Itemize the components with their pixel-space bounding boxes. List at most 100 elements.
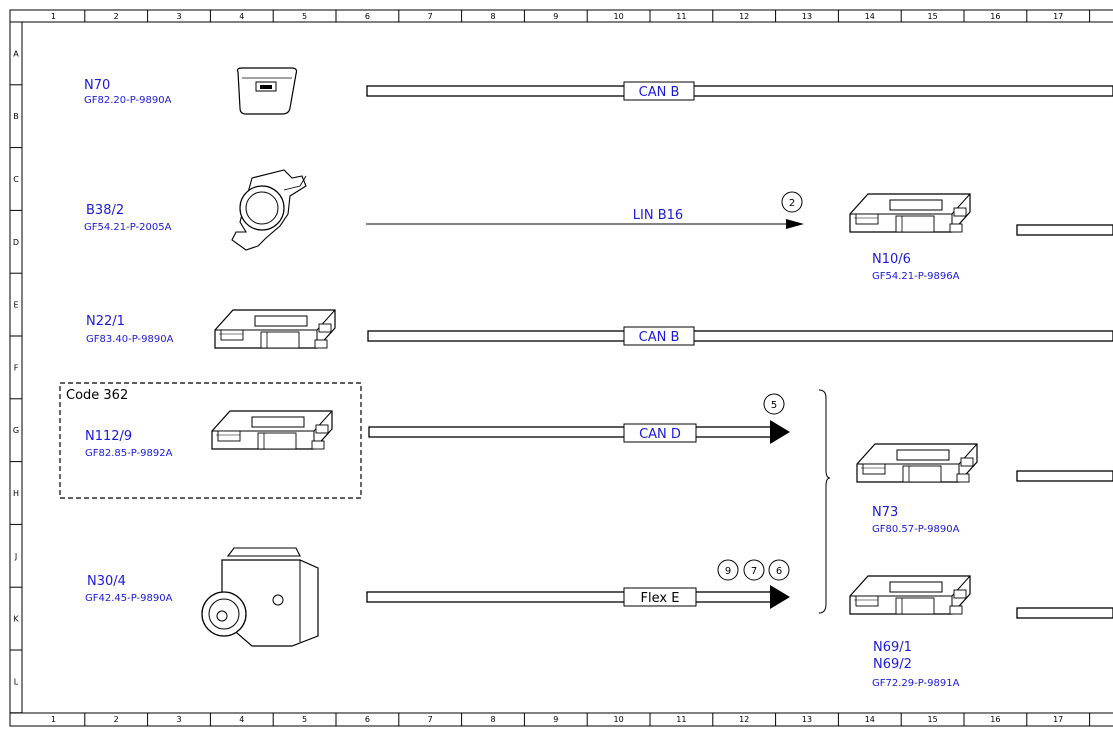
n10-6-id: N10/6 — [872, 252, 911, 267]
component-n70-icon — [236, 67, 298, 115]
n69-bus-stub — [1016, 607, 1113, 619]
n69-ref: GF72.29-P-9891A — [872, 678, 960, 689]
marker-7 — [743, 559, 765, 581]
column-number: 13 — [802, 715, 812, 724]
b38-2-id: B38/2 — [86, 203, 124, 218]
column-number: 17 — [1053, 715, 1063, 724]
n112-9-id: N112/9 — [85, 429, 132, 444]
column-number: 8 — [490, 715, 495, 724]
can-b-label-1: CAN B — [639, 85, 680, 100]
can-d-label: CAN D — [639, 427, 681, 442]
marker-2 — [781, 191, 803, 213]
marker-9-label: 9 — [725, 566, 731, 577]
lin-b16-label: LIN B16 — [633, 208, 683, 223]
marker-7-label: 7 — [751, 566, 757, 577]
marker-5-label: 5 — [771, 400, 777, 411]
marker-9 — [717, 559, 739, 581]
column-number: 17 — [1053, 12, 1063, 21]
column-number: 8 — [490, 12, 495, 21]
component-n10-6-icon — [849, 193, 971, 233]
can-b-label-2: CAN B — [639, 330, 680, 345]
column-number: 5 — [302, 12, 307, 21]
column-number: 6 — [365, 715, 370, 724]
n22-1-ref: GF83.40-P-9890A — [86, 334, 174, 345]
component-n69-icon — [849, 575, 971, 615]
column-number: 11 — [676, 715, 686, 724]
n69-1-id: N69/1 — [873, 640, 912, 655]
n10-6-ref: GF54.21-P-9896A — [872, 271, 960, 282]
n73-id: N73 — [872, 505, 898, 520]
row-letter: C — [13, 175, 19, 184]
b38-2-ref: GF54.21-P-2005A — [84, 222, 172, 233]
marker-6-label: 6 — [776, 566, 782, 577]
column-number: 15 — [928, 715, 938, 724]
marker-2-label: 2 — [789, 198, 795, 209]
row-letter: G — [13, 426, 19, 435]
n10-6-bus-stub — [1016, 224, 1113, 236]
column-number: 3 — [176, 715, 181, 724]
marker-6 — [768, 559, 790, 581]
column-number: 5 — [302, 715, 307, 724]
column-number: 14 — [865, 715, 875, 724]
column-number: 1 — [51, 715, 56, 724]
n73-ref: GF80.57-P-9890A — [872, 524, 960, 535]
row-letter: H — [13, 489, 19, 498]
component-n30-4-icon — [201, 547, 319, 647]
row-letter: E — [13, 301, 18, 310]
column-number: 10 — [614, 12, 624, 21]
n30-4-ref: GF42.45-P-9890A — [85, 593, 173, 604]
column-number: 16 — [990, 715, 1000, 724]
row-ruler-left: A B C D E F G H J K L — [10, 49, 22, 714]
marker-5 — [763, 393, 785, 415]
column-number: 4 — [239, 12, 244, 21]
column-number: 7 — [428, 12, 433, 21]
column-number: 11 — [676, 12, 686, 21]
column-number: 16 — [990, 12, 1000, 21]
can-b-bus-1 — [366, 81, 1113, 101]
column-number: 6 — [365, 12, 370, 21]
column-number: 9 — [553, 12, 558, 21]
row-letter: F — [14, 363, 19, 372]
row-letter: L — [14, 677, 19, 686]
grouping-brace — [818, 389, 831, 614]
lin-b16-line — [366, 219, 804, 229]
column-number: 13 — [802, 12, 812, 21]
n112-9-ref: GF82.85-P-9892A — [85, 448, 173, 459]
row-letter: K — [13, 615, 19, 624]
column-number: 12 — [739, 715, 749, 724]
flex-e-label: Flex E — [641, 591, 680, 606]
n70-id: N70 — [84, 78, 110, 93]
n30-4-id: N30/4 — [87, 574, 126, 589]
column-number: 2 — [114, 715, 119, 724]
n70-ref: GF82.20-P-9890A — [84, 95, 172, 106]
column-number: 7 — [428, 715, 433, 724]
component-b38-2-icon — [231, 169, 307, 251]
column-number: 9 — [553, 715, 558, 724]
column-number: 15 — [928, 12, 938, 21]
can-d-bus — [368, 420, 790, 444]
column-number: 4 — [239, 715, 244, 724]
component-n112-9-icon — [211, 410, 333, 450]
component-n73-icon — [856, 443, 978, 483]
column-number: 14 — [865, 12, 875, 21]
n22-1-id: N22/1 — [86, 314, 125, 329]
column-number: 2 — [114, 12, 119, 21]
row-letter: B — [13, 112, 19, 121]
frame-border — [9, 9, 1113, 727]
component-n22-1-icon — [214, 309, 336, 349]
column-number: 10 — [614, 715, 624, 724]
column-number: 1 — [51, 12, 56, 21]
row-letter: J — [14, 552, 17, 561]
n73-bus-stub — [1016, 470, 1113, 482]
code-362-label: Code 362 — [66, 388, 128, 403]
flex-e-bus — [366, 585, 790, 609]
column-number: 12 — [739, 12, 749, 21]
row-letter: A — [13, 49, 19, 58]
n69-2-id: N69/2 — [873, 657, 912, 672]
can-b-bus-2 — [367, 326, 1113, 346]
column-number: 3 — [176, 12, 181, 21]
row-letter: D — [13, 238, 19, 247]
